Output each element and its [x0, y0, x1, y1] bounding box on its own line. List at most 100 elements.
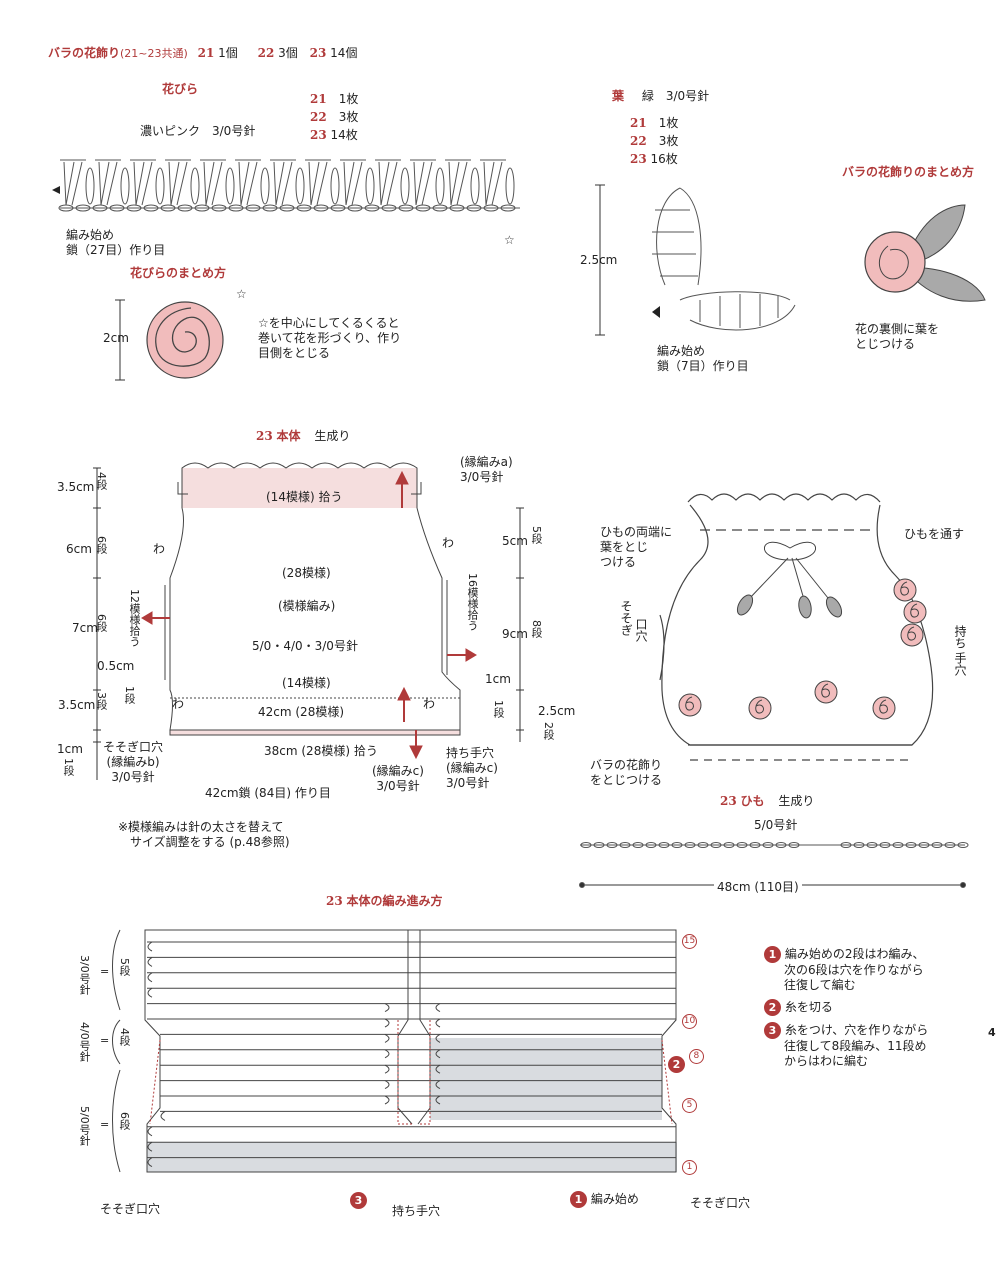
petal-count-num: 23 — [310, 128, 327, 142]
step-line: 往復して編む — [784, 978, 856, 992]
petal-start-note: 編み始め 鎖（27目）作り目 — [66, 228, 165, 258]
step-1-label: 1段 — [492, 700, 505, 718]
string-chain — [645, 842, 657, 848]
string-chain — [944, 842, 956, 848]
leaf-size: 2.5cm — [580, 253, 618, 267]
string-chain — [580, 842, 592, 848]
progress-row — [147, 1157, 676, 1168]
petal-finish-desc2: 巻いて花を形づくり、作り — [258, 331, 402, 345]
rose-count-text: 3個 — [278, 46, 298, 60]
progress-row — [147, 956, 676, 967]
needle-group-4: 4/0号針 — [78, 1022, 91, 1065]
right-pick-16-c: 拾う — [466, 609, 479, 631]
left-pick-12-b: 模様 — [128, 603, 141, 625]
chain-stitch — [330, 204, 346, 212]
spout-line1: そそぎ — [619, 600, 633, 636]
leaf-count-num: 23 — [630, 152, 647, 166]
finished-bag-illustration — [659, 493, 934, 761]
chain-stitch — [245, 204, 261, 212]
leaf-count-text: 1枚 — [658, 116, 679, 130]
progress-chart — [112, 929, 677, 1173]
step-1: 1 編み始めの2段はわ編み、 次の6段は穴を作りながら 往復して編む — [764, 946, 928, 993]
chain-stitch — [415, 204, 431, 212]
string-chain — [788, 842, 800, 848]
needle-group-3: 3/0号針 — [78, 955, 91, 998]
progress-row — [160, 1033, 662, 1043]
leaf-counts: 21 1枚 22 3枚 23 16枚 — [630, 114, 678, 168]
needle-group-needle: 5/0号針 — [78, 1106, 91, 1146]
rose-attach-line2: をとじつける — [590, 773, 663, 787]
rose-with-leaves-illustration — [864, 204, 986, 302]
petal-stitch-group — [305, 159, 340, 206]
wa-label: わ — [423, 697, 436, 711]
progress-title: 23 本体の編み進み方 — [326, 892, 443, 909]
chain-stitch — [432, 204, 448, 212]
bottom-start: 1 編み始め — [570, 1190, 639, 1208]
petal-stitch-group — [95, 159, 130, 206]
string-title-text: ひも — [740, 794, 765, 808]
equals-sign: = — [100, 1034, 110, 1047]
string-ends-line2: 葉をとじ — [600, 540, 649, 554]
step-badge: 1 — [764, 946, 781, 963]
rose-count-text: 1個 — [218, 46, 238, 60]
handle-line3: 3/0号針 — [446, 776, 490, 790]
petal-stitch-group — [235, 159, 270, 206]
edging-c-line1: (縁編みc) — [372, 764, 424, 778]
string-color: 生成り — [778, 794, 815, 808]
rose-title-line: バラの花飾り(21~23共通) 21 1個 22 3個 23 14個 — [48, 44, 357, 61]
chain-stitch — [483, 204, 499, 212]
chain-stitch — [466, 204, 482, 212]
rose-attach-note: バラの花飾り をとじつける — [590, 758, 662, 788]
chain-stitch — [160, 204, 176, 212]
row-mark-15: 15 — [682, 932, 697, 949]
pour-hole-line2: (縁編みb) — [106, 755, 160, 769]
leaf-header: 葉 緑 3/0号針 — [612, 87, 709, 104]
needle-group-rows: 6段 — [118, 1112, 131, 1130]
chain-stitch — [143, 204, 159, 212]
chain-stitch — [449, 204, 465, 212]
petal-stitch-group — [270, 159, 305, 206]
string-chain — [671, 842, 683, 848]
string-chain — [840, 842, 852, 848]
petal-finish-desc: ☆を中心にしてくるくると 巻いて花を形づくり、作り 目側をとじる — [258, 316, 401, 361]
bottom-handle-label: 持ち手穴 — [392, 1204, 441, 1218]
string-chain — [957, 842, 969, 848]
leaf-start-line2: 鎖（7目）作り目 — [657, 359, 749, 373]
leaf-title: 葉 — [612, 89, 625, 103]
petal-chart — [52, 159, 520, 212]
step-badge: 3 — [764, 1022, 781, 1039]
progress-row — [160, 1064, 662, 1074]
rose-attach-line1: バラの花飾り — [590, 758, 663, 772]
step-badge-3: 3 — [350, 1192, 367, 1209]
bottom-step-3: 3 — [350, 1192, 367, 1209]
body-note: ※模様編みは針の太さを替えて サイズ調整をする (p.48参照) — [118, 820, 290, 850]
chain-stitch — [228, 204, 244, 212]
step-1-label: 1段 — [123, 686, 136, 704]
progress-title-text: 本体の編み進み方 — [346, 894, 443, 908]
rolled-petal-illustration — [146, 301, 224, 379]
edging-a-needle: 3/0号針 — [460, 470, 504, 484]
thread-label: ひもを通す — [904, 527, 965, 541]
progress-row — [160, 1049, 662, 1059]
row-mark: 15 — [682, 934, 697, 949]
needles-label: 5/0・4/0・3/0号針 — [252, 639, 358, 653]
petal-stitch-group — [445, 159, 480, 206]
leaf-start-note: 編み始め 鎖（7目）作り目 — [657, 344, 749, 374]
chain-stitch — [177, 204, 193, 212]
progress-row — [160, 1080, 662, 1090]
wa-label: わ — [172, 697, 185, 711]
body-note-line1: ※模様編みは針の太さを替えて — [118, 820, 284, 834]
dim-rows: 1段 — [62, 758, 75, 776]
chain-stitch — [126, 204, 142, 212]
leaf-count-text: 3枚 — [658, 134, 679, 148]
handle-label-2: 手穴 — [952, 652, 969, 676]
string-chain — [853, 842, 865, 848]
dim-value: 1cm — [57, 742, 83, 756]
bag-handle-line2: 手穴 — [953, 652, 967, 676]
string-chain — [619, 842, 631, 848]
row-mark: 8 — [688, 1049, 704, 1064]
bag-roses — [678, 578, 927, 720]
string-chain — [736, 842, 748, 848]
p28-label: (28模様) — [282, 566, 331, 580]
